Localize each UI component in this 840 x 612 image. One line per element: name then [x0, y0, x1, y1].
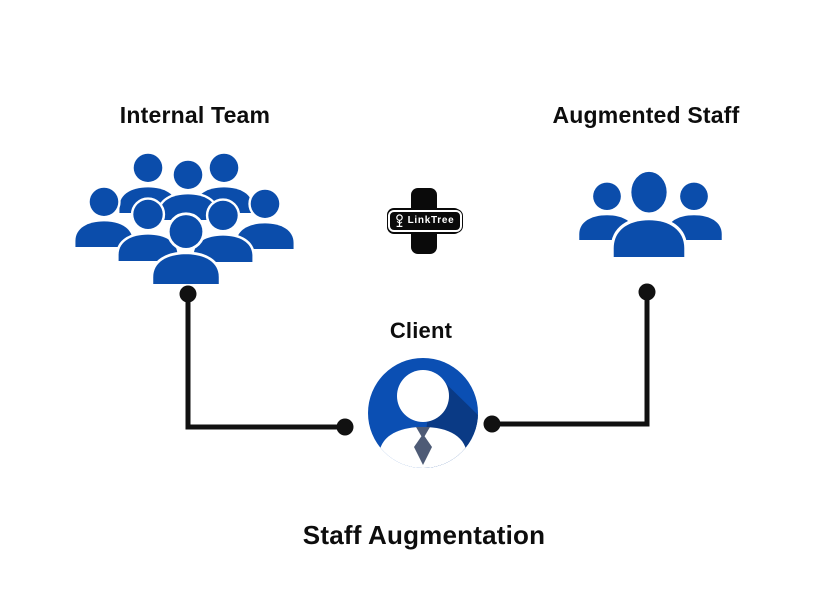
client-head: [397, 370, 449, 422]
client-tie: [414, 434, 432, 465]
client-avatar-icon: [363, 353, 483, 473]
connector-dot: [179, 285, 197, 303]
client-tie-knot: [416, 427, 430, 439]
internal-team-label: Internal Team: [119, 102, 271, 128]
diagram-title: Staff Augmentation: [302, 520, 546, 550]
connector-augmented-to-client: [492, 292, 650, 427]
linktree-badge: LinkTree: [385, 210, 465, 232]
connector-dot: [483, 415, 501, 433]
connector-internal-to-client: [185, 294, 345, 430]
augmented-staff-label: Augmented Staff: [552, 102, 740, 128]
tree-icon: [395, 214, 403, 227]
linktree-badge-label: LinkTree: [407, 215, 455, 226]
connector-dot: [336, 418, 354, 436]
client-label: Client: [389, 318, 453, 343]
connector-dot: [638, 283, 656, 301]
